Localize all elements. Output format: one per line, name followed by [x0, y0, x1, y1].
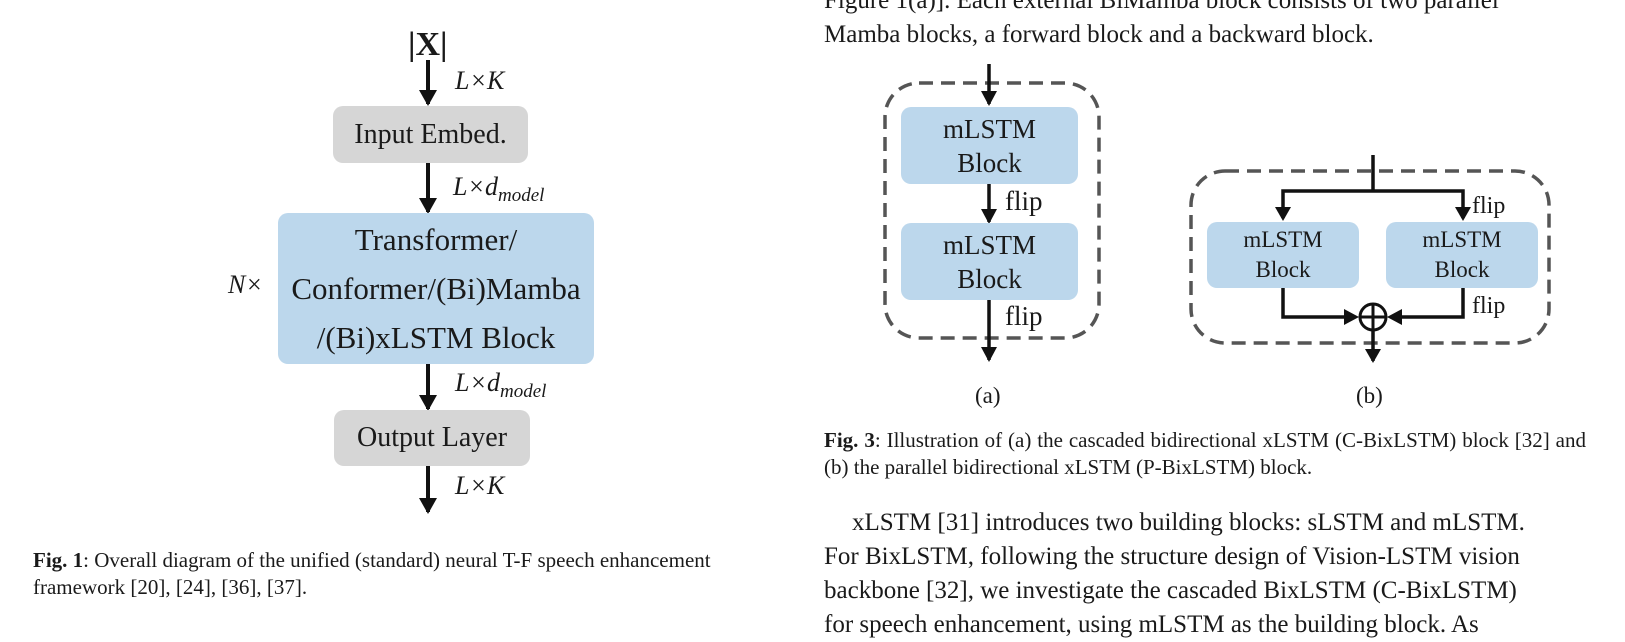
- fig3b-mlstm-block-right: mLSTM Block: [1386, 222, 1538, 288]
- arrowhead-embed-to-block: [419, 198, 437, 214]
- top-text-line-2: Mamba blocks, a forward block and a back…: [824, 21, 1374, 48]
- fig3b-dashed-container: [1189, 169, 1551, 345]
- fig3-caption-text: : Illustration of (a) the cascaded bidir…: [824, 428, 1586, 479]
- dim-output: L×K: [455, 471, 505, 500]
- repeat-label: N×: [228, 270, 263, 299]
- fig3a-flip-1: flip: [1005, 186, 1043, 216]
- dim-input: L×K: [455, 66, 505, 95]
- top-paragraph: Figure 1(a)]. Each external BiMamba bloc…: [824, 0, 1584, 52]
- fig3b-flip-top: flip: [1472, 193, 1506, 219]
- fig3a-dashed-container: [883, 81, 1101, 340]
- fig3b-arrowhead-merge-left: [1344, 309, 1359, 325]
- arrowhead-output: [419, 498, 437, 514]
- fig3-caption: Fig. 3: Illustration of (a) the cascaded…: [824, 427, 1586, 481]
- fig3b-arrowhead-merge-right: [1387, 309, 1402, 325]
- fig1-caption-text: : Overall diagram of the unified (standa…: [33, 548, 711, 599]
- dim-model-1: L×dmodel: [453, 172, 545, 207]
- fig1-caption-prefix: Fig. 1: [33, 548, 84, 572]
- input-symbol: |X|: [408, 26, 448, 63]
- dim-model-2: L×dmodel: [455, 368, 547, 403]
- fig3b-merge-left: [1281, 288, 1355, 319]
- fig3b-right-line1: mLSTM: [1422, 227, 1502, 252]
- fig3a-mlstm-block-2: mLSTM Block: [901, 223, 1078, 300]
- arrowhead-input: [419, 90, 437, 106]
- fig3a-arrowhead-mid: [981, 209, 997, 224]
- fig3b-right-line2: Block: [1434, 257, 1490, 282]
- fig3b-label: (b): [1356, 383, 1383, 408]
- input-embed-label: Input Embed.: [354, 118, 507, 150]
- fig1-caption: Fig. 1: Overall diagram of the unified (…: [33, 547, 793, 601]
- arrowhead-block-to-output: [419, 395, 437, 411]
- block-line-3: /(Bi)xLSTM Block: [316, 320, 556, 355]
- transformer-block-box: Transformer/ Conformer/(Bi)Mamba /(Bi)xL…: [278, 213, 594, 364]
- figure-1: |X| L×K Input Embed. L×dmodel N× Transfo…: [0, 0, 800, 627]
- paragraph-line-1: xLSTM [31] introduces two building block…: [852, 509, 1525, 536]
- output-layer-label: Output Layer: [356, 422, 508, 453]
- paragraph-line-3: backbone [32], we investigate the cascad…: [824, 577, 1517, 604]
- fig3-lines: [883, 64, 1551, 363]
- input-embed-box: Input Embed.: [333, 106, 528, 163]
- fig3b-arrowhead-right: [1455, 207, 1471, 221]
- fig3a-arrowhead-out: [981, 347, 997, 362]
- paragraph-line-2: For BixLSTM, following the structure des…: [824, 543, 1520, 570]
- fig3b-arrowhead-left: [1275, 207, 1291, 221]
- fig3a-label: (a): [975, 383, 1001, 408]
- fig3a-arrowhead-in: [981, 91, 997, 106]
- fig3b-flip-bottom: flip: [1472, 293, 1506, 319]
- body-paragraph: xLSTM [31] introduces two building block…: [824, 506, 1586, 642]
- fig3b-split-lines: [1281, 189, 1465, 218]
- fig3a-block1-line2: Block: [957, 147, 1022, 178]
- fig3b-left-line2: Block: [1255, 257, 1311, 282]
- fig3a-flip-2: flip: [1005, 301, 1043, 331]
- fig3b-left-line1: mLSTM: [1243, 227, 1323, 252]
- figure-3: mLSTM Block flip mLSTM Block flip (a) mL…: [824, 64, 1586, 481]
- fig3a-block2-line1: mLSTM: [942, 229, 1036, 260]
- top-text-line-1: Figure 1(a)]. Each external BiMamba bloc…: [824, 0, 1499, 14]
- fig3a-block1-line1: mLSTM: [942, 113, 1036, 144]
- fig3b-arrowhead-out: [1365, 349, 1381, 363]
- fig1-arrows: [419, 60, 437, 514]
- block-line-1: Transformer/: [354, 222, 518, 257]
- fig3-caption-prefix: Fig. 3: [824, 428, 875, 452]
- fig3a-block2-line2: Block: [957, 263, 1022, 294]
- fig3a-mlstm-block-1: mLSTM Block: [901, 107, 1078, 184]
- block-line-2: Conformer/(Bi)Mamba: [291, 271, 581, 306]
- paragraph-line-4: for speech enhancement, using mLSTM as t…: [824, 611, 1479, 638]
- output-layer-box: Output Layer: [334, 410, 530, 466]
- fig3b-merge-right: [1391, 288, 1465, 319]
- fig3b-mlstm-block-left: mLSTM Block: [1207, 222, 1359, 288]
